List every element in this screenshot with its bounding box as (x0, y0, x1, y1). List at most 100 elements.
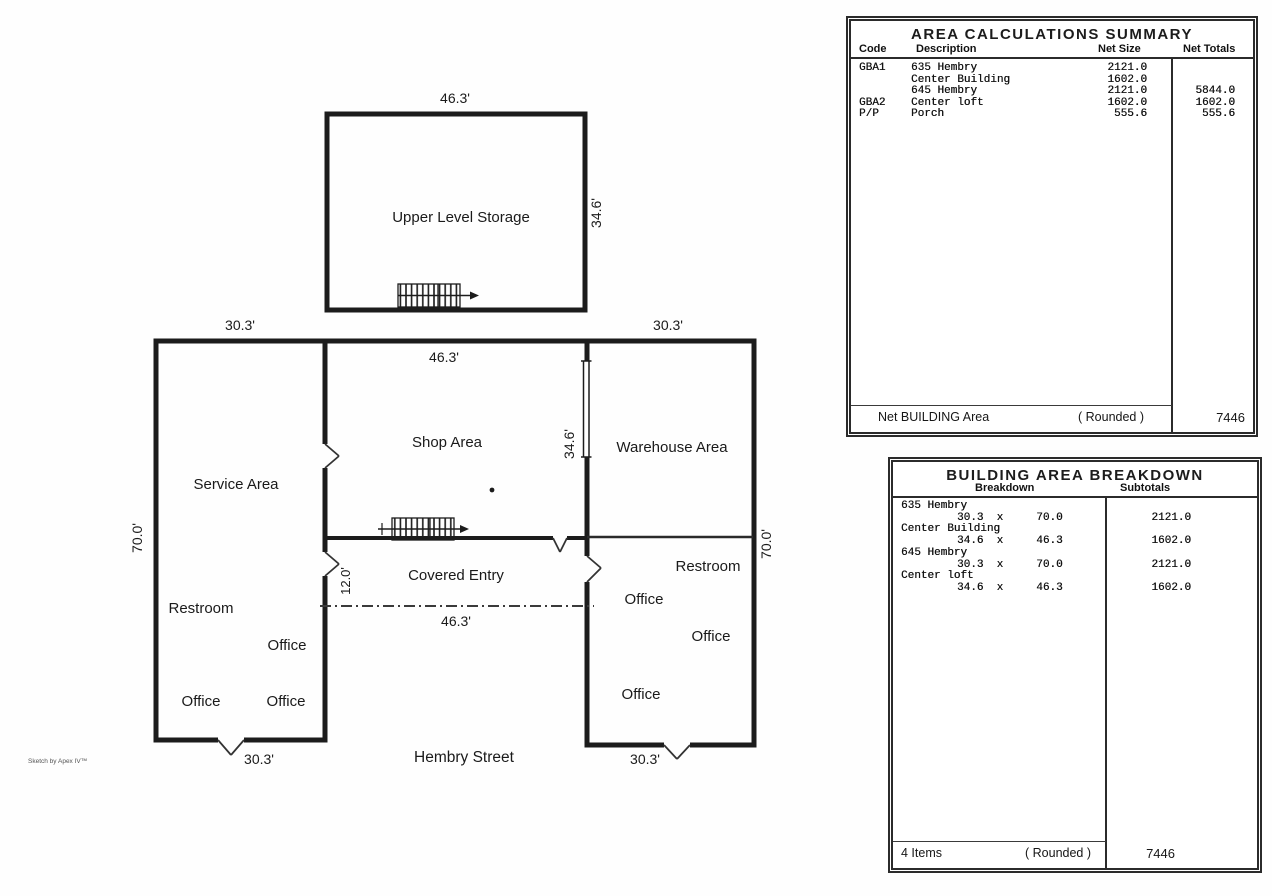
building-area-breakdown-table: BUILDING AREA BREAKDOWN Breakdown Subtot… (888, 457, 1262, 873)
door-swing-icon (217, 739, 245, 756)
dim-center-bottom: 46.3' (441, 613, 471, 629)
table-row: 645 Hembry 2121.0 5844.0 (851, 85, 1253, 98)
door-swing-icon (552, 537, 568, 553)
floor-plan: 46.3' 34.6' Upper Level Storage 30.3' 30… (28, 90, 774, 767)
header-rule (851, 57, 1253, 59)
stair-direction-arrow (470, 291, 479, 300)
cell-description: Center Building (911, 73, 1011, 86)
room-label-left-office-2: Office (182, 693, 221, 710)
subtotals-column-rule (1105, 498, 1107, 868)
breakdown-rows: 635 Hembry 30.3 x 70.0 2121.0 Center Bui… (893, 500, 1257, 595)
breakdown-item: 645 Hembry 30.3 x 70.0 2121.0 (893, 546, 1257, 571)
rounded-label: ( Rounded ) (1078, 410, 1145, 424)
room-label-right-restroom: Restroom (675, 558, 740, 575)
col-header-breakdown: Breakdown (975, 482, 1035, 494)
dim-entry-depth: 12.0' (338, 567, 353, 595)
dim-center-top: 46.3' (429, 349, 459, 365)
room-label-upper-storage: Upper Level Storage (392, 209, 530, 226)
door-gap (320, 552, 329, 576)
door-gap (582, 556, 591, 582)
cell-code (851, 75, 911, 87)
room-label-right-office-3: Office (622, 686, 661, 703)
items-count-label: 4 Items (901, 846, 942, 860)
table-row: GBA1 635 Hembry 2121.0 (851, 62, 1253, 75)
table-row: P/P Porch 555.6 555.6 (851, 108, 1253, 121)
breakdown-footer-row: 4 Items ( Rounded ) 7446 (893, 846, 1257, 861)
room-label-service: Service Area (193, 476, 279, 493)
room-label-warehouse: Warehouse Area (616, 439, 728, 456)
item-name: 635 Hembry (901, 500, 968, 512)
left-building-outline (153, 338, 328, 743)
cell-code: GBA2 (859, 96, 886, 109)
cell-description: 635 Hembry (911, 62, 978, 74)
cell-net-size: 555.6 (1113, 108, 1147, 120)
breakdown-total: 7446 (1146, 846, 1175, 861)
col-header-description: Description (916, 43, 977, 55)
col-header-subtotals: Subtotals (1120, 482, 1171, 494)
dim-center-side: 34.6' (561, 429, 577, 459)
col-header-net-size: Net Size (1098, 43, 1141, 55)
header-rule (893, 496, 1257, 498)
room-label-left-office-1: Office (268, 637, 307, 654)
item-calc: 34.6 x 46.3 (957, 581, 1063, 594)
totals-column-rule (1171, 59, 1173, 432)
cell-description: Porch (911, 108, 945, 120)
cell-net-total: 1602.0 (1195, 96, 1235, 109)
cell-net-size: 2121.0 (1107, 62, 1147, 74)
door-swing-icon (324, 551, 340, 577)
item-subtotal: 2121.0 (1151, 511, 1191, 524)
cell-description: 645 Hembry (911, 85, 978, 97)
item-calc: 34.6 x 46.3 (957, 535, 1063, 548)
door-swing-icon (586, 555, 602, 583)
door-swing-icon (324, 443, 340, 469)
room-label-left-office-3: Office (267, 693, 306, 710)
door-gap (320, 444, 329, 468)
cell-net-size: 1602.0 (1107, 96, 1147, 109)
item-calc: 30.3 x 70.0 (957, 558, 1063, 571)
door-gap (218, 736, 244, 745)
item-name: Center loft (901, 570, 974, 583)
cell-code: P/P (859, 108, 879, 120)
item-name: 645 Hembry (901, 546, 968, 559)
breakdown-item: 635 Hembry 30.3 x 70.0 2121.0 (893, 500, 1257, 524)
dim-right-side: 70.0' (758, 529, 774, 559)
cell-net-total: 5844.0 (1195, 85, 1235, 97)
room-label-covered-entry: Covered Entry (408, 567, 504, 584)
stair-direction-arrow (460, 525, 469, 533)
dim-upper-width: 46.3' (440, 90, 470, 106)
cell-code: GBA1 (859, 62, 886, 74)
window-icon (580, 360, 592, 458)
net-building-area-total: 7446 (1216, 410, 1245, 425)
table-row: GBA2 Center loft 1602.0 1602.0 (851, 96, 1253, 110)
breakdown-table-title: BUILDING AREA BREAKDOWN (946, 467, 1204, 484)
dim-left-top: 30.3' (225, 317, 255, 333)
door-swing-icon (663, 744, 691, 760)
room-label-right-office-1: Office (625, 591, 664, 608)
dim-upper-height: 34.6' (588, 198, 604, 228)
cell-description: Center loft (911, 96, 984, 109)
right-building-outline (584, 338, 757, 748)
col-header-code: Code (859, 43, 887, 55)
breakdown-item: Center loft 34.6 x 46.3 1602.0 (893, 571, 1257, 594)
room-label-left-restroom: Restroom (168, 600, 233, 617)
item-name: Center Building (901, 523, 1001, 536)
stairs-icon (397, 283, 479, 308)
item-subtotal: 1602.0 (1151, 581, 1191, 594)
item-subtotal: 2121.0 (1151, 558, 1191, 571)
upper-storage-outline (324, 111, 588, 313)
item-calc: 30.3 x 70.0 (957, 511, 1063, 524)
item-subtotal: 1602.0 (1151, 535, 1191, 548)
net-building-area-label: Net BUILDING Area (878, 410, 990, 424)
room-label-shop: Shop Area (412, 434, 483, 451)
breakdown-item: Center Building 34.6 x 46.3 1602.0 (893, 524, 1257, 547)
cell-net-total (1147, 63, 1235, 75)
dim-right-bottom: 30.3' (630, 751, 660, 767)
summary-table-title: AREA CALCULATIONS SUMMARY (911, 26, 1193, 43)
summary-footer-row: Net BUILDING Area ( Rounded ) 7446 (851, 410, 1253, 425)
col-header-net-totals: Net Totals (1183, 43, 1236, 55)
rounded-label: ( Rounded ) (1025, 846, 1092, 860)
dim-left-side: 70.0' (129, 523, 145, 553)
summary-rows: GBA1 635 Hembry 2121.0 Center Building 1… (851, 62, 1253, 121)
floor-dot (489, 487, 495, 493)
door-gap (664, 740, 690, 749)
